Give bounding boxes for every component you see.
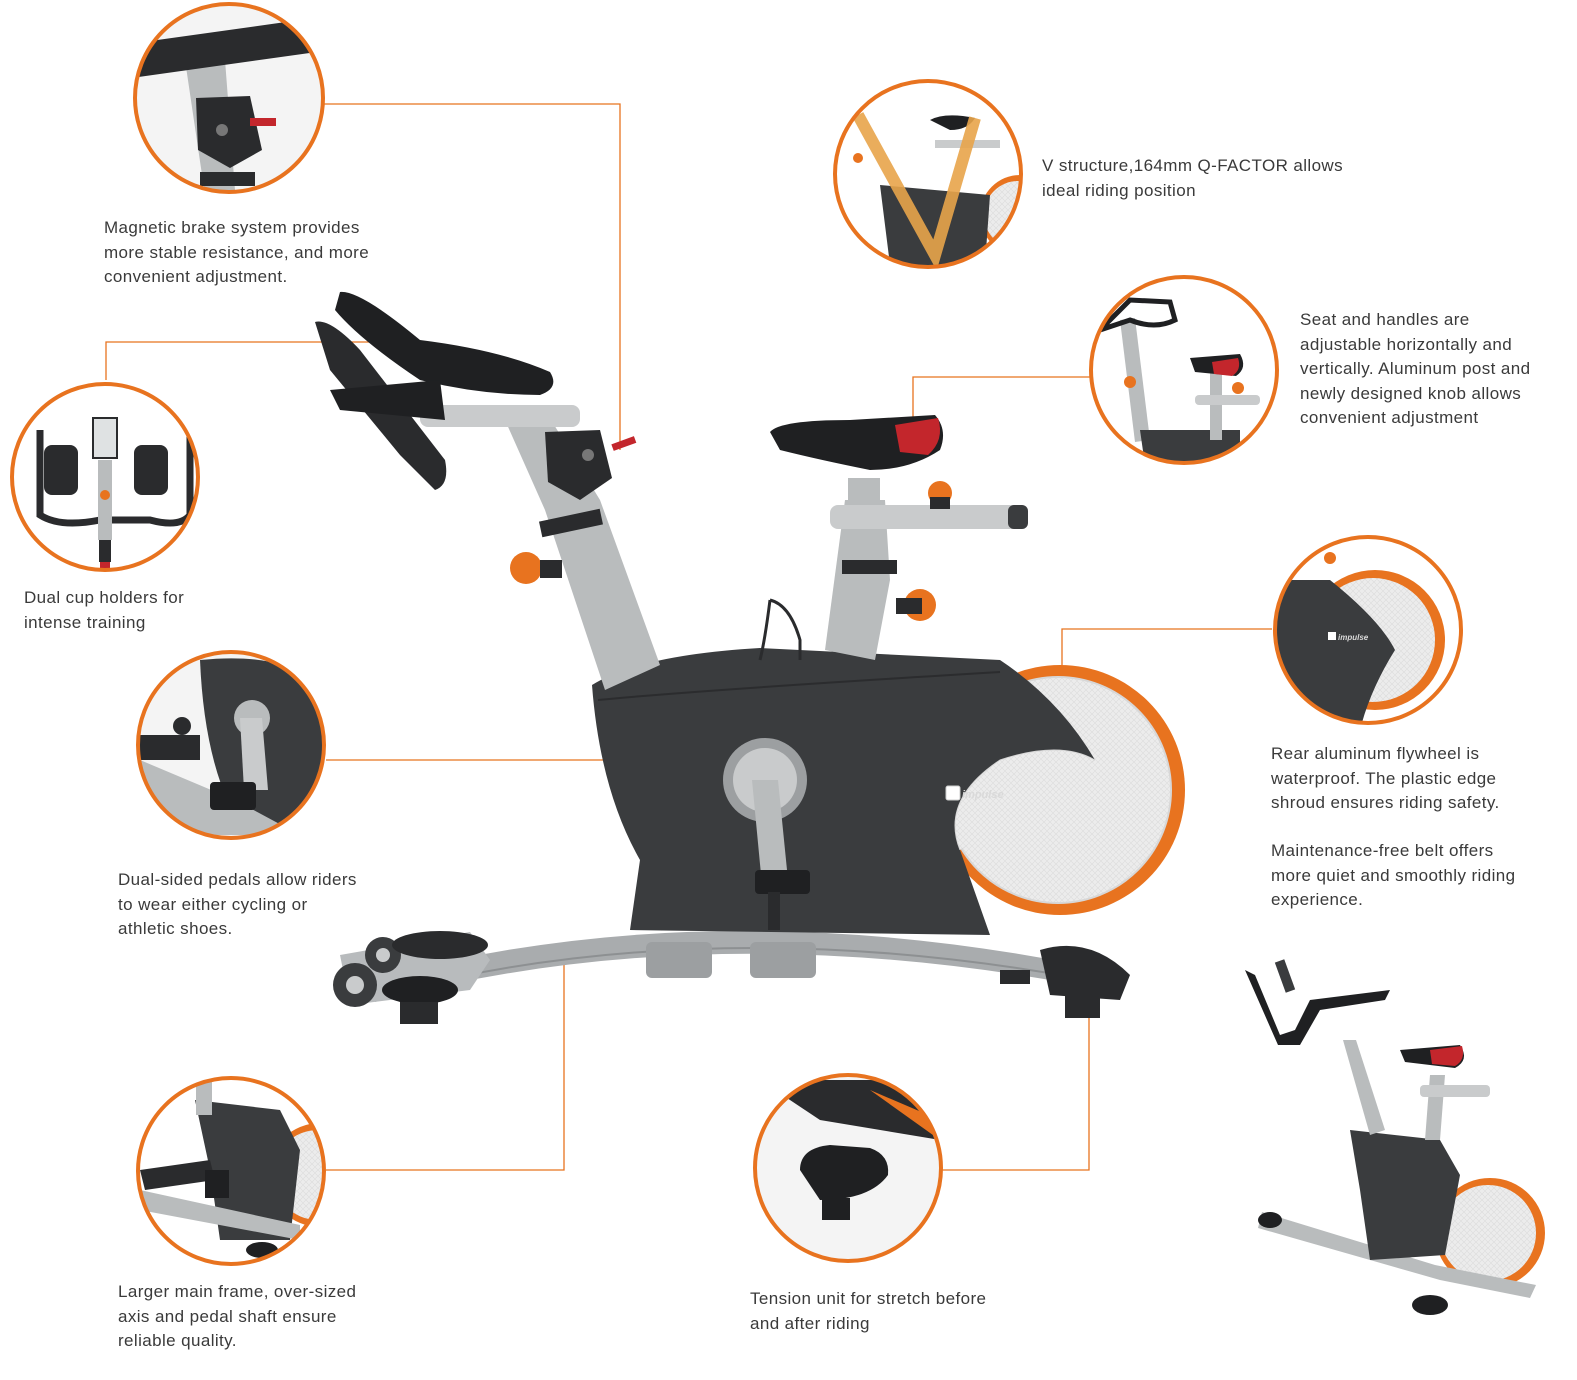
caption-belt: Maintenance-free belt offers more quiet … (1271, 839, 1515, 913)
caption-line: athletic shoes. (118, 919, 233, 938)
caption-main-frame: Larger main frame, over-sized axis and p… (118, 1280, 356, 1354)
caption-line: convenient adjustment (1300, 408, 1479, 427)
tension-detail-icon (753, 1073, 943, 1263)
cup-holder-detail-icon (10, 382, 200, 572)
caption-tension-unit: Tension unit for stretch before and afte… (750, 1287, 986, 1336)
caption-line: adjustable horizontally and (1300, 334, 1513, 354)
caption-line: and after riding (750, 1313, 870, 1333)
leader-frame (326, 956, 565, 1171)
handlebar-post (315, 291, 660, 690)
caption-magnetic-brake: Magnetic brake system provides more stab… (104, 216, 369, 290)
caption-line: Tension unit for stretch before (750, 1289, 987, 1308)
main-bike: impulse (315, 291, 1185, 1024)
caption-line: more stable resistance, and more (104, 242, 370, 262)
flywheel-detail-icon: impulse (1273, 535, 1463, 725)
caption-line: axis and pedal shaft ensure (118, 1306, 337, 1326)
caption-line: newly designed knob allows (1300, 383, 1522, 403)
main-body (592, 648, 1095, 935)
caption-line: Magnetic brake system provides (104, 218, 360, 237)
caption-flywheel: Rear aluminum flywheel is waterproof. Th… (1271, 742, 1500, 816)
caption-cup-holders: Dual cup holders for intense training (24, 586, 184, 635)
small-bike-view (1245, 959, 1545, 1315)
caption-line: Rear aluminum flywheel is (1271, 744, 1480, 763)
caption-line: more quiet and smoothly riding (1271, 865, 1516, 885)
front-stabilizer (333, 931, 490, 1024)
brand-logo-text-small: impulse (1338, 633, 1369, 642)
caption-line: intense training (24, 612, 146, 632)
frame-detail-icon (136, 1076, 326, 1266)
caption-line: vertically. Aluminum post and (1300, 359, 1531, 378)
caption-line: Seat and handles are (1300, 310, 1470, 329)
brand-logo-text: impulse (962, 789, 1004, 801)
caption-line: Dual cup holders for (24, 588, 185, 607)
caption-line: Maintenance-free belt offers (1271, 841, 1494, 860)
brake-detail-icon (133, 2, 325, 194)
caption-line: waterproof. The plastic edge (1271, 768, 1497, 788)
leader-tension (942, 990, 1090, 1171)
v-structure-detail-icon (833, 79, 1023, 269)
leader-cupholder (105, 341, 400, 380)
caption-seat-handles: Seat and handles are adjustable horizont… (1300, 308, 1531, 431)
brand-logo: impulse (945, 785, 1004, 801)
caption-line: V structure,164mm Q-FACTOR allows (1042, 156, 1344, 175)
caption-v-structure: V structure,164mm Q-FACTOR allows ideal … (1042, 154, 1343, 203)
caption-line: to wear either cycling or (118, 894, 308, 914)
caption-line: reliable quality. (118, 1331, 237, 1350)
caption-line: experience. (1271, 890, 1364, 909)
caption-line: shroud ensures riding safety. (1271, 793, 1500, 812)
seat-detail-icon (1089, 275, 1279, 465)
base-frame (370, 930, 1080, 1002)
seat-post (770, 415, 1028, 660)
caption-pedals: Dual-sided pedals allow riders to wear e… (118, 868, 357, 942)
caption-line: ideal riding position (1042, 180, 1196, 200)
caption-line: Larger main frame, over-sized (118, 1282, 357, 1301)
rear-stabilizer (1000, 945, 1130, 1018)
caption-line: Dual-sided pedals allow riders (118, 870, 357, 889)
leader-brake (322, 103, 621, 450)
pedal-detail-icon (136, 650, 326, 840)
caption-line: convenient adjustment. (104, 267, 288, 286)
crank-assembly (723, 738, 810, 930)
